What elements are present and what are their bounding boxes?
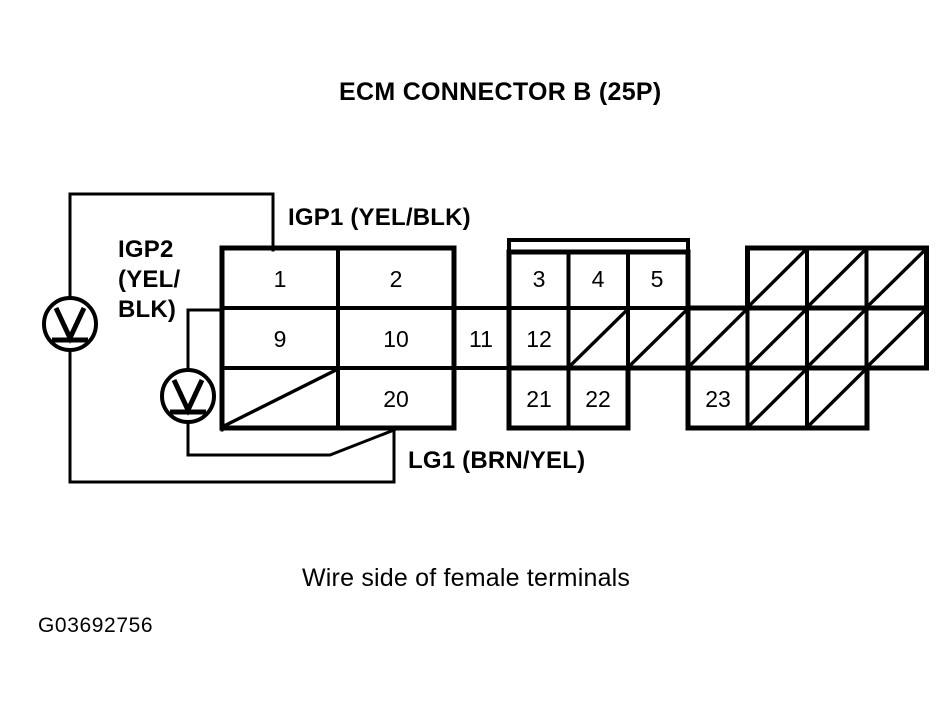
pin-number-3: 3 [533,266,546,292]
voltmeter-igp2 [42,296,98,352]
figure-code: G03692756 [38,614,153,637]
pin-number-9: 9 [274,326,287,352]
pin-number-5: 5 [651,266,664,292]
pin-number-4: 4 [592,266,605,292]
pin-number-11: 11 [469,326,493,352]
pin-number-10: 10 [383,326,409,352]
connector-block-right [685,245,929,431]
page-title: ECM CONNECTOR B (25P) [339,78,662,106]
label-lg1: LG1 (BRN/YEL) [408,447,585,474]
label-igp2-line3: BLK) [118,296,176,323]
label-igp2-line2: (YEL/ [118,266,180,293]
wire-igp2 [68,192,396,484]
connector-block-center [506,238,691,431]
connector-block-left [219,245,457,431]
wire-lg1 [186,308,399,457]
pin-number-1: 1 [274,266,287,292]
figure-caption: Wire side of female terminals [302,564,630,592]
voltmeter-lg1 [160,368,216,424]
pin-number-22: 22 [585,386,611,412]
pin-number-23: 23 [705,386,731,412]
pin-number-20: 20 [383,386,409,412]
pin-number-12: 12 [526,326,552,352]
label-igp1: IGP1 (YEL/BLK) [288,204,471,231]
label-igp2-line1: IGP2 [118,236,174,263]
pin-number-21: 21 [526,386,552,412]
pin-number-2: 2 [390,266,403,292]
